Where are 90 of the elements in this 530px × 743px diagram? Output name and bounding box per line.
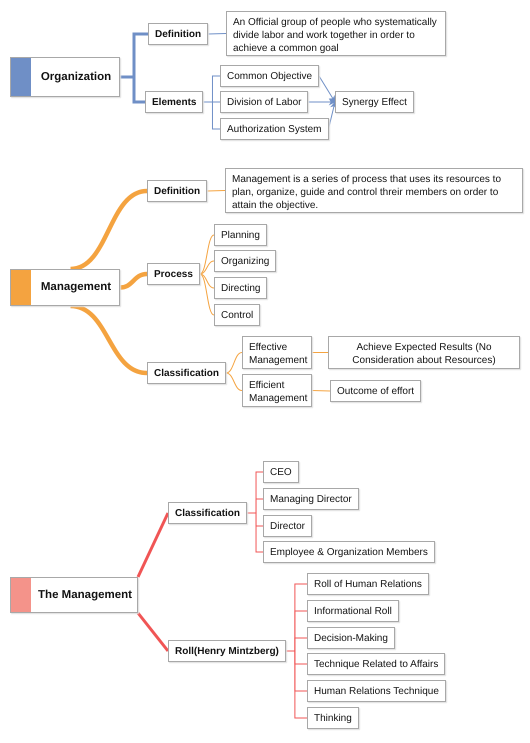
topic-text: Managing Director [270, 493, 352, 506]
topic-box [307, 600, 399, 622]
topic-text: Synergy Effect [342, 96, 407, 109]
connector-line [202, 102, 220, 130]
topic-text: Organizing [221, 255, 270, 268]
topic-box [226, 11, 446, 56]
topic-box [168, 502, 248, 524]
topic-box [148, 23, 208, 45]
topic-text: Definition [154, 185, 200, 198]
topic-box [145, 91, 204, 113]
connector-line [199, 234, 214, 274]
connector-line [312, 390, 330, 392]
topic-box [225, 168, 523, 213]
topic-box [214, 250, 276, 272]
topic-text: Division of Labor [227, 96, 302, 109]
main-topic-box [10, 577, 138, 613]
topic-text: Human Relations Technique [314, 685, 439, 698]
topic-text: Control [221, 309, 254, 322]
topic-box [220, 118, 328, 140]
main-topic-box [10, 269, 120, 306]
topic-text: Process [154, 268, 193, 281]
topic-box [263, 515, 312, 537]
topic-box [220, 91, 308, 113]
topic-text: Elements [152, 96, 196, 109]
topic-box [214, 224, 267, 246]
connector-line [70, 188, 148, 272]
topic-box [263, 461, 299, 483]
connector-line [136, 512, 170, 578]
topic-text: CEO [270, 466, 292, 479]
topic-box [330, 380, 422, 402]
topic-box [263, 541, 435, 563]
topic-text: Informational Roll [314, 605, 392, 618]
topic-text: Roll of Human Relations [314, 578, 422, 591]
topic-box [335, 91, 414, 113]
topic-box [307, 707, 359, 729]
arrow [328, 101, 337, 130]
connector-line [285, 650, 308, 718]
topic-text: Classification [175, 507, 240, 520]
connector-line [120, 76, 145, 104]
connector-line [199, 274, 214, 316]
topic-box [307, 573, 429, 595]
topic-text: Roll(Henry Mintzberg) [175, 645, 279, 658]
topic-box [147, 263, 200, 285]
connector-line [226, 372, 242, 391]
topic-text: Management [40, 281, 112, 294]
topic-box [214, 304, 260, 326]
topic-text: Decision-Making [314, 632, 388, 645]
topic-text: Planning [221, 229, 260, 242]
topic-box [147, 362, 226, 384]
topic-text: Authorization System [227, 123, 322, 136]
topic-box [168, 640, 286, 662]
connector-line [312, 352, 328, 353]
connector-line [206, 190, 226, 192]
topic-text: Effective Management [249, 341, 305, 367]
topic-text: Management is a series of process that uses its resources to plan, organize, guide and control threir members on order to attain the objective. [232, 173, 502, 212]
topic-text: An Official group of people who systematically divide labor and work together in order to achieve a common goal [233, 16, 438, 55]
topic-text: Organization [40, 70, 112, 84]
topic-text: Classification [154, 367, 220, 380]
topic-text: Outcome of effort [337, 385, 414, 398]
connector-line [246, 512, 264, 552]
arrow [308, 98, 336, 106]
arrow [318, 76, 336, 103]
topic-box [307, 627, 395, 649]
main-topic-box [10, 57, 120, 97]
topic-text: Common Objective [227, 70, 312, 83]
connector-line [199, 274, 214, 288]
connector-line [208, 33, 226, 34]
topic-box [242, 374, 312, 407]
topic-text: Directing [221, 282, 260, 295]
topic-box [328, 336, 520, 369]
connector-line [70, 304, 148, 376]
topic-box [220, 65, 320, 87]
topic-text: Employee & Organization Members [270, 546, 428, 559]
connector-line [226, 352, 242, 374]
connector-line [199, 260, 214, 274]
topic-text: The Management [38, 588, 132, 602]
topic-box [307, 653, 446, 675]
topic-text: Director [270, 520, 306, 533]
connector-line [136, 612, 170, 652]
topic-text: Thinking [314, 712, 352, 725]
topic-box [263, 488, 359, 510]
topic-text: Efficient Management [249, 379, 305, 405]
topic-text: Definition [155, 28, 202, 41]
topic-text: Technique Related to Affairs [314, 658, 438, 671]
topic-box [214, 277, 268, 299]
connector-line [120, 272, 148, 290]
topic-box [242, 336, 312, 369]
topic-box [147, 180, 208, 202]
topic-box [307, 680, 446, 702]
topic-text: Achieve Expected Results (No Consideration about Resources) [351, 341, 497, 367]
